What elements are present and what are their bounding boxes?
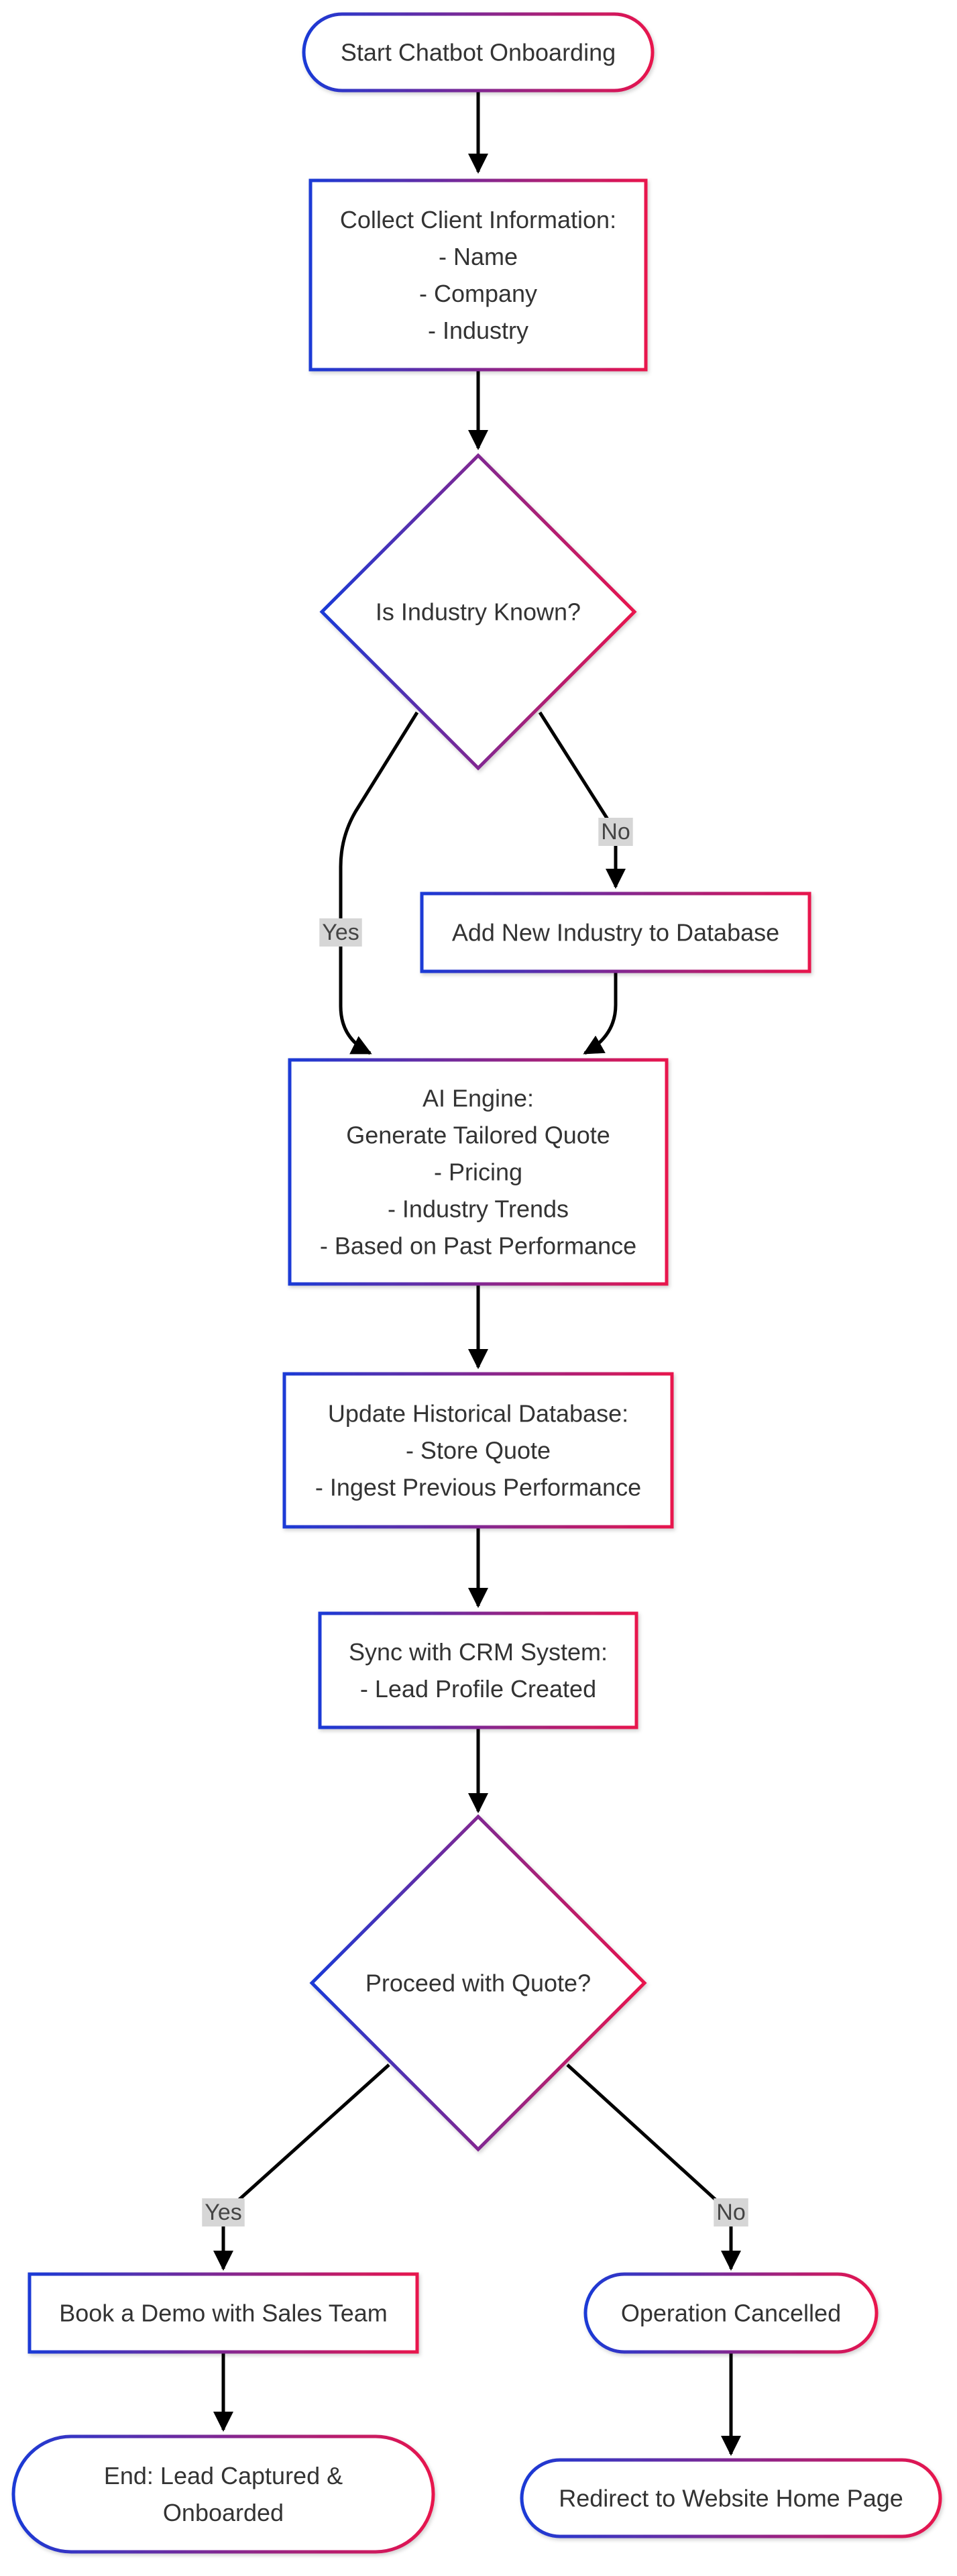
node-ai-engine-shape	[288, 1058, 669, 1286]
node-ai-engine-text-line: Generate Tailored Quote	[346, 1122, 610, 1149]
node-collect-text-line: - Name	[439, 243, 518, 270]
edge-industry-known-to-ai-engine	[339, 711, 419, 1055]
node-redirect-text-line: Redirect to Website Home Page	[559, 2485, 903, 2512]
node-crm-sync-text-line: Sync with CRM System:	[349, 1638, 608, 1666]
node-cancelled: Operation Cancelled	[583, 2272, 879, 2354]
node-ai-engine: AI Engine: Generate Tailored Quote - Prici…	[288, 1058, 669, 1286]
node-book-demo-text-line: Book a Demo with Sales Team	[59, 2300, 388, 2327]
node-ai-engine-text-line: - Industry Trends	[388, 1195, 569, 1223]
node-book-demo-shape	[27, 2272, 419, 2354]
node-end-text-line: End: Lead Captured &	[104, 2462, 343, 2489]
edge-proceed-to-book-demo	[213, 2063, 390, 2271]
node-redirect-shape	[520, 2458, 942, 2538]
node-ai-engine-text-line: AI Engine:	[423, 1085, 534, 1112]
node-collect-shape	[308, 178, 648, 372]
node-add-industry-text-line: Add New Industry to Database	[452, 919, 779, 947]
edge-proceed-to-cancelled	[566, 2063, 741, 2271]
node-redirect: Redirect to Website Home Page	[520, 2458, 942, 2538]
edge-label-text: No	[716, 2200, 745, 2225]
edge-industry-known-to-add-industry	[538, 711, 626, 889]
node-update-db-shape	[282, 1372, 674, 1529]
node-update-db-text-line: - Ingest Previous Performance	[315, 1474, 641, 1501]
node-update-db-text-line: Update Historical Database:	[328, 1400, 628, 1428]
node-collect-text-line: Collect Client Information:	[340, 206, 616, 233]
node-crm-sync-shape	[318, 1611, 638, 1729]
node-industry-known: Is Industry Known?	[319, 453, 637, 771]
edge-label-text: Yes	[205, 2200, 241, 2225]
edge-label-text: Yes	[322, 920, 359, 945]
node-end-text-line: Onboarded	[163, 2499, 284, 2526]
edge-label-background	[714, 2198, 748, 2226]
node-update-db: Update Historical Database: - Store Quote…	[282, 1372, 674, 1529]
edge-add-industry-to-ai-engine	[583, 971, 618, 1055]
node-add-industry: Add New Industry to Database	[420, 892, 811, 973]
node-ai-engine-text-line: - Based on Past Performance	[320, 1232, 636, 1260]
node-collect-text-line: - Company	[419, 280, 537, 307]
node-cancelled-text-line: Operation Cancelled	[621, 2300, 841, 2327]
node-crm-sync: Sync with CRM System: - Lead Profile Crea…	[318, 1611, 638, 1729]
node-ai-engine-text-line: - Pricing	[434, 1159, 522, 1186]
node-proceed-text-line: Proceed with Quote?	[365, 1970, 591, 1997]
node-book-demo: Book a Demo with Sales Team	[27, 2272, 419, 2354]
edge-label-yes-proceed: Yes	[202, 2198, 245, 2226]
node-end-shape	[11, 2434, 435, 2554]
node-update-db-text-line: - Store Quote	[406, 1437, 551, 1464]
node-cancelled-shape	[583, 2272, 879, 2354]
edge-label-background	[319, 918, 362, 947]
edge-label-no-proceed: No	[714, 2198, 748, 2226]
node-start-shape	[302, 12, 655, 93]
node-crm-sync-text-line: - Lead Profile Created	[360, 1675, 596, 1703]
node-collect-text-line: - Industry	[428, 317, 528, 344]
node-start: Start Chatbot Onboarding	[302, 12, 655, 93]
edge-label-no-industry-known: No	[598, 818, 633, 846]
edge-label-background	[598, 818, 633, 846]
node-add-industry-shape	[420, 892, 811, 973]
node-proceed: Proceed with Quote?	[309, 1814, 647, 2152]
node-industry-known-text-line: Is Industry Known?	[376, 598, 581, 626]
node-end: End: Lead Captured & Onboarded	[11, 2434, 435, 2554]
edge-label-background	[202, 2198, 245, 2226]
node-industry-known-shape	[319, 453, 637, 771]
node-start-text-line: Start Chatbot Onboarding	[341, 39, 616, 66]
edge-label-yes-industry-known: Yes	[319, 918, 362, 947]
edge-label-text: No	[601, 819, 630, 845]
node-collect: Collect Client Information: - Name - Compa…	[308, 178, 648, 372]
node-proceed-shape	[309, 1814, 647, 2152]
